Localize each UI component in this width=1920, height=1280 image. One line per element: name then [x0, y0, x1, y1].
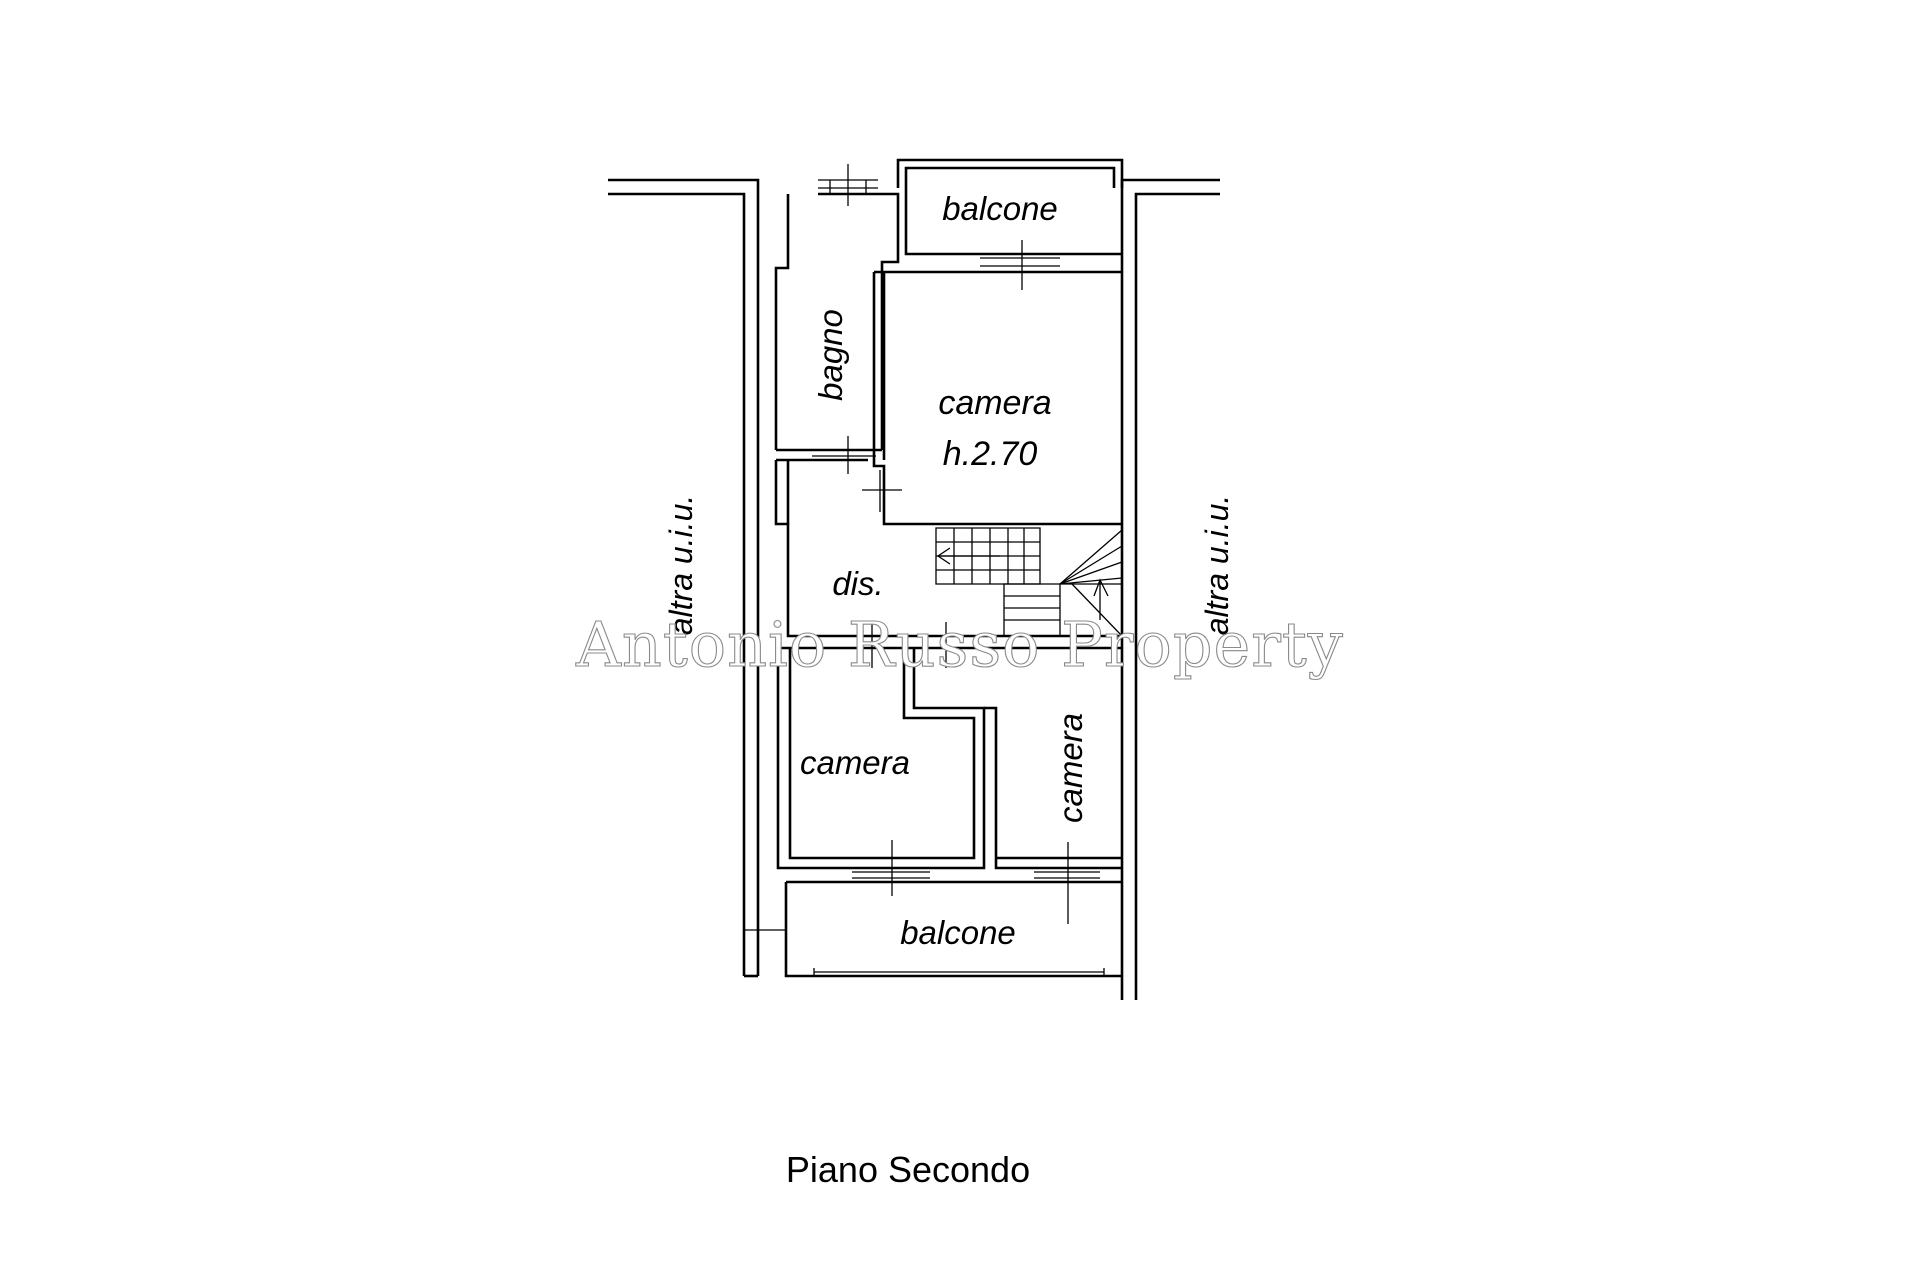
- label-camera-right: camera: [1052, 713, 1089, 823]
- watermark: Antonio Russo Property: [575, 608, 1344, 681]
- label-bagno: bagno: [812, 309, 849, 401]
- outer-walls: [608, 180, 1220, 1000]
- label-camera-main: camera: [938, 384, 1051, 422]
- label-balcone-top: balcone: [942, 190, 1058, 227]
- label-dis: dis.: [832, 565, 883, 602]
- label-balcone-bottom: balcone: [900, 914, 1016, 951]
- label-neighbor-right: altra u.i.u.: [1199, 495, 1235, 636]
- label-camera-left: camera: [800, 744, 910, 781]
- room-camera-main-walls: [874, 272, 1122, 524]
- room-camera-right-walls: [984, 708, 1122, 868]
- label-neighbor-left: altra u.i.u.: [663, 495, 699, 636]
- windows: [812, 164, 1100, 924]
- stairs: [936, 528, 1122, 636]
- balcony-bottom: [744, 882, 1122, 976]
- label-camera-main-height: h.2.70: [943, 435, 1038, 473]
- room-bagno-walls: [776, 194, 898, 460]
- room-dis-walls: [776, 460, 1122, 648]
- balcony-top: [898, 160, 1122, 254]
- room-camera-left-walls: [778, 648, 984, 868]
- plan-caption: Piano Secondo: [786, 1149, 1030, 1190]
